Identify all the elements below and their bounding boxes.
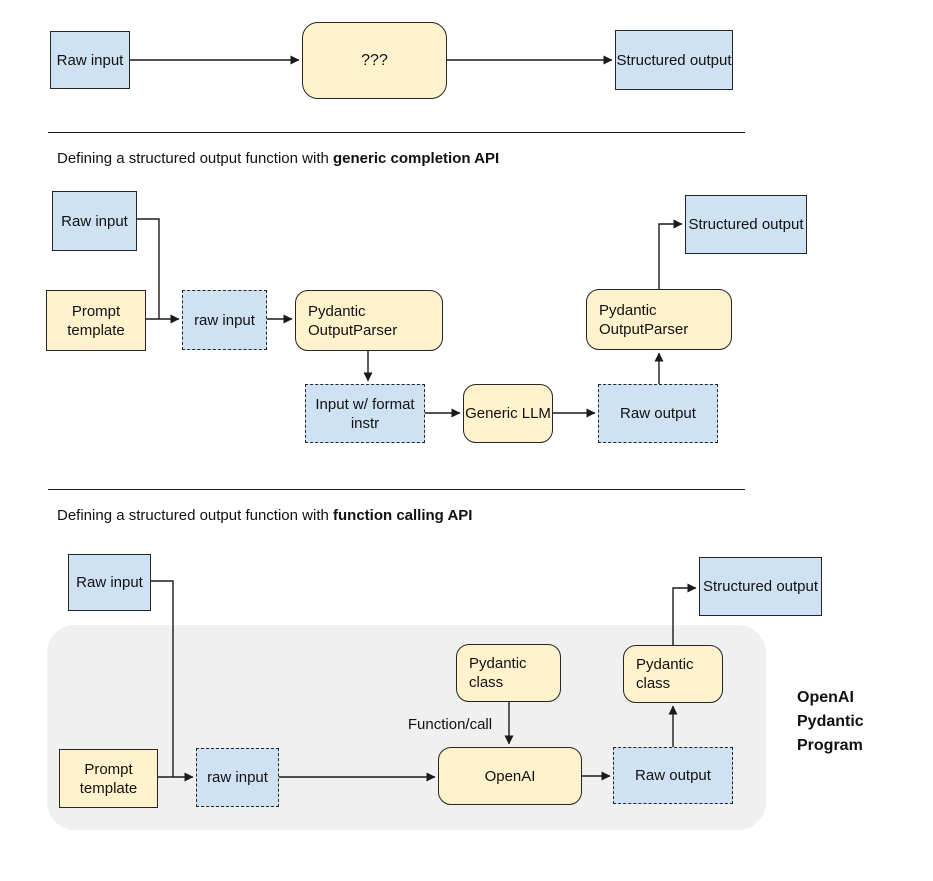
function-openai-box: OpenAI: [438, 747, 582, 805]
function-call-label: Function/call: [407, 716, 493, 733]
function-api-title-prefix: Defining a structured output function wi…: [57, 507, 333, 524]
divider-bottom: [48, 489, 745, 490]
generic-input-format-instr-box: Input w/ format instr: [305, 384, 425, 443]
generic-raw-output-box: Raw output: [598, 384, 718, 443]
function-pydantic-class-out-box: Pydantic class: [623, 645, 723, 703]
generic-prompt-template-box: Prompt template: [46, 290, 146, 351]
function-raw-input-box: Raw input: [68, 554, 151, 611]
generic-api-title-bold: generic completion API: [333, 150, 500, 167]
generic-llm-box: Generic LLM: [463, 384, 553, 443]
basic-mystery-box: ???: [302, 22, 447, 99]
generic-raw-input-box: Raw input: [52, 191, 137, 251]
function-pydantic-class-in-box: Pydantic class: [456, 644, 561, 702]
function-api-title: Defining a structured output function wi…: [57, 506, 472, 526]
generic-pydantic-outputparser-in-box: Pydantic OutputParser: [295, 290, 443, 351]
function-prompt-template-box: Prompt template: [59, 749, 158, 808]
function-api-title-bold: function calling API: [333, 507, 473, 524]
generic-api-title: Defining a structured output function wi…: [57, 149, 499, 169]
generic-structured-output-box: Structured output: [685, 195, 807, 254]
generic-raw-input-variable-box: raw input: [182, 290, 267, 350]
generic-api-title-prefix: Defining a structured output function wi…: [57, 150, 333, 167]
function-raw-input-variable-box: raw input: [196, 748, 279, 807]
arrow-parser-to-structured-generic: [658, 219, 683, 289]
generic-pydantic-outputparser-out-box: Pydantic OutputParser: [586, 289, 732, 350]
divider-top: [48, 132, 745, 133]
openai-pydantic-program-label: OpenAI Pydantic Program: [797, 689, 864, 754]
function-structured-output-box: Structured output: [699, 557, 822, 616]
function-raw-output-box: Raw output: [613, 747, 733, 804]
basic-structured-output-box: Structured output: [615, 30, 733, 90]
basic-raw-input-box: Raw input: [50, 31, 130, 89]
